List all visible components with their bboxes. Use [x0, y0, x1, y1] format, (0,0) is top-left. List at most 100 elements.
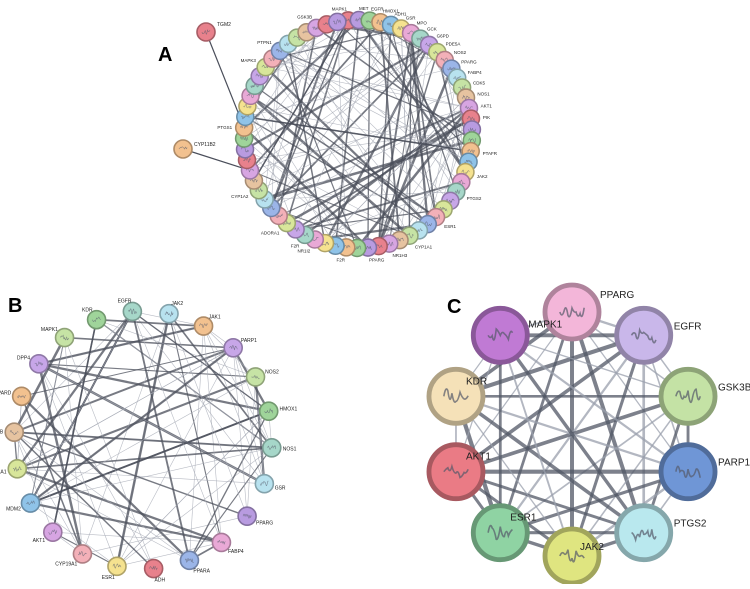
edge — [30, 447, 272, 504]
label-b-ppard: PPARD — [0, 391, 12, 397]
edge — [347, 20, 457, 192]
node-a-42-structure — [274, 213, 283, 219]
node-a-51-structure — [240, 124, 249, 129]
node-b-mdm2-structure — [26, 500, 35, 505]
node-a-12-structure — [453, 76, 462, 81]
node-b-akt1-structure — [48, 529, 58, 535]
node-b-kdr — [86, 309, 107, 330]
edge — [250, 95, 347, 248]
label-a-19: PTAFR — [483, 151, 498, 156]
label-a-8: G6PD — [437, 34, 450, 39]
edge — [37, 363, 84, 555]
edge — [96, 318, 204, 327]
edge — [116, 410, 269, 567]
node-b-esr1-circle — [107, 556, 127, 577]
edge — [246, 129, 472, 161]
label-a-45: CYP1A2 — [231, 194, 249, 199]
edge — [243, 126, 369, 249]
edge — [30, 337, 65, 504]
panel-c-letter: C — [447, 296, 462, 318]
label-a-21: JAK2 — [477, 174, 488, 179]
edge-parp1-esr1 — [499, 470, 689, 535]
edge — [203, 326, 222, 543]
edge — [253, 44, 430, 181]
edge — [247, 105, 471, 152]
node-b-nos2-structure — [251, 375, 260, 380]
label-b-cyp19a1: CYP19A1 — [55, 562, 77, 568]
label-a-9: PDE5A — [446, 42, 461, 47]
node-b-gsr — [254, 473, 275, 494]
label-a-3: HMOX1 — [383, 8, 400, 13]
node-c-egfr-structure — [630, 326, 657, 344]
edge-gsk3b-jak2 — [571, 395, 689, 557]
label-b-hmox1: HMOX1 — [279, 407, 297, 413]
node-a-43-structure — [267, 205, 276, 211]
edge — [30, 311, 133, 504]
panel-b-edges — [13, 310, 273, 570]
node-b-hmox1-structure — [264, 407, 274, 414]
edge-ptgs2-akt1 — [455, 470, 645, 535]
edge — [264, 66, 429, 225]
edge-egfr-kdr — [455, 333, 645, 399]
edge — [288, 43, 445, 61]
node-b-hmox1 — [258, 401, 279, 421]
edge — [17, 347, 234, 470]
edge — [245, 68, 452, 118]
label-c-esr1: ESR1 — [510, 513, 537, 524]
label-a-38: NR1I2 — [297, 249, 310, 254]
node-a-18-structure — [467, 138, 476, 143]
label-a-29: CYP1A1 — [415, 244, 433, 249]
node-a-25-structure — [439, 207, 448, 212]
label-b-dpp4: DPP4 — [17, 355, 30, 361]
node-b-gsk3b-circle — [4, 422, 25, 443]
label-a-11: PPARG — [461, 60, 477, 65]
edge — [243, 138, 369, 248]
label-a-5: GSR — [406, 15, 417, 20]
edge — [390, 24, 437, 218]
edge-parp1-mapk1 — [499, 334, 689, 473]
label-a-51: PTGS1 — [217, 125, 232, 130]
node-b-pparg-structure — [242, 513, 252, 519]
label-b-kdr: KDR — [82, 307, 93, 313]
node-a-21-structure — [461, 169, 470, 175]
edge — [296, 37, 410, 236]
node-b-cyp1a1 — [7, 459, 28, 479]
edge — [253, 20, 349, 181]
edge — [264, 191, 457, 200]
edge — [270, 20, 349, 209]
node-b-jak2-structure — [164, 311, 174, 317]
label-b-ppara: PPARA — [193, 569, 210, 575]
edge — [272, 58, 469, 163]
edge — [409, 32, 429, 225]
node-a-53-structure — [243, 103, 252, 109]
edge — [287, 43, 326, 244]
edge — [408, 33, 412, 236]
node-b-parp1-circle — [223, 337, 244, 358]
node-c-kdr — [426, 366, 486, 426]
node-b-jak2 — [159, 303, 179, 324]
edge-pparg-parp1 — [571, 311, 689, 473]
label-a-0: MAPK1 — [332, 6, 348, 11]
node-b-akt1-circle — [42, 522, 63, 543]
panel-b-letter: B — [8, 295, 23, 317]
node-c-jak2-structure — [559, 549, 585, 563]
label-a-63: GSK3B — [297, 15, 312, 20]
edge — [168, 313, 248, 517]
edge — [436, 51, 467, 173]
node-b-jak1 — [193, 316, 214, 336]
node-b-nos1-structure — [267, 445, 277, 450]
edge — [270, 21, 339, 209]
node-a-10-structure — [440, 57, 449, 62]
edge — [13, 431, 155, 570]
label-b-adh: ADH — [155, 578, 166, 584]
edge — [250, 95, 437, 218]
label-a-13: CDK5 — [473, 81, 486, 86]
node-b-adh-circle — [143, 558, 164, 579]
node-a-19-structure — [466, 148, 475, 154]
node-a-7-structure — [416, 36, 425, 41]
node-cyp11b2 — [173, 139, 193, 159]
node-c-gsk3b — [658, 366, 718, 426]
edge — [295, 117, 472, 231]
panel-c-network: PPARGEGFRGSK3BPARP1PTGS2JAK2ESR1AKT1KDRM… — [426, 282, 750, 586]
